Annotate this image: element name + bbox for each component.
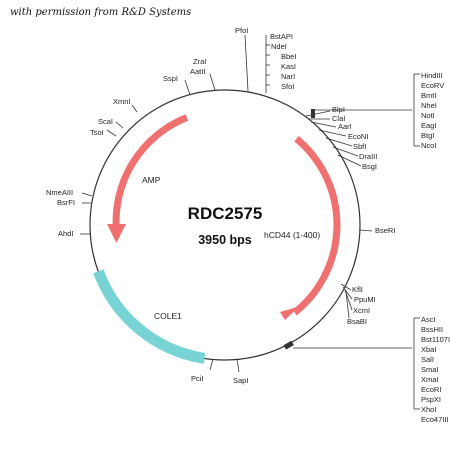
mcs-2-label: Eco47III: [421, 415, 449, 424]
plasmid-name: RDC2575: [188, 204, 263, 223]
insert-label: hCD44 (1-400): [264, 230, 320, 240]
amp-feature: [112, 114, 189, 230]
amp-arrowhead: [107, 224, 126, 243]
site-label: TsoI: [90, 128, 104, 137]
site-label: BseRI: [375, 226, 395, 235]
site-label: SfoI: [281, 82, 294, 91]
site-label: PpuMI: [354, 295, 376, 304]
site-label: BstAPI: [270, 32, 293, 41]
site-label: ZraI: [193, 57, 206, 66]
mcs-cluster-1: HindIII EcoRV BmtI NheI NotI EagI BtgI N…: [311, 71, 444, 150]
site-label: XcmI: [353, 306, 370, 315]
site-label: NdeI: [271, 42, 287, 51]
site-label: NmeAIII: [46, 188, 73, 197]
mcs-1-label: BmtI: [421, 91, 436, 100]
mcs-1-label: NotI: [421, 111, 435, 120]
mcs-1-label: NheI: [421, 101, 437, 110]
site-label: SapI: [233, 376, 248, 385]
site-label: SbfI: [353, 142, 366, 151]
site-label: BlpI: [332, 105, 345, 114]
cole1-label: COLE1: [154, 311, 182, 321]
cole1-feature: [93, 269, 206, 364]
site-label: BbeI: [281, 52, 296, 61]
mcs-2-label: AscI: [421, 315, 436, 324]
mcs-2-label: SmaI: [421, 365, 439, 374]
amp-label: AMP: [142, 175, 161, 185]
mcs-1-marker: [311, 109, 315, 118]
mcs-1-label: EcoRV: [421, 81, 444, 90]
mcs-2-label: PspXI: [421, 395, 441, 404]
site-label: BsgI: [362, 162, 377, 171]
site-label: PciI: [191, 374, 204, 383]
plasmid-size: 3950 bps: [198, 233, 252, 247]
site-label: AhdI: [58, 229, 73, 238]
mcs-1-label: HindIII: [421, 71, 443, 80]
site-group-right-upper: BlpI ClaI AarI EcoNI SbfI DraIII BsgI: [305, 105, 377, 171]
insert-arrowhead: [280, 306, 299, 320]
mcs-2-label: XhoI: [421, 405, 436, 414]
site-label: KflI: [352, 285, 363, 294]
permission-credit: with permission from R&D Systems: [10, 7, 192, 18]
site-label: AarI: [338, 122, 352, 131]
site-label: ClaI: [332, 114, 345, 123]
insert-feature: [292, 136, 341, 316]
mcs-2-label: SalI: [421, 355, 434, 364]
backbone-circle: [89, 89, 361, 361]
mcs-cluster-2: AscI BssHII Bst1107I XbaI SalI SmaI XmaI…: [283, 315, 450, 424]
mcs-2-marker: [283, 340, 294, 350]
mcs-2-label: Bst1107I: [421, 335, 450, 344]
mcs-2-label: BssHII: [421, 325, 443, 334]
site-label: KasI: [281, 62, 296, 71]
site-label: DraIII: [359, 152, 377, 161]
site-label: PfoI: [235, 26, 248, 35]
mcs-2-label: XbaI: [421, 345, 436, 354]
mcs-1-label: EagI: [421, 121, 436, 130]
site-label: BsrFI: [57, 198, 75, 207]
site-group-right-lower: KflI PpuMI XcmI BsaBI: [340, 283, 376, 326]
site-label: SspI: [163, 74, 178, 83]
mcs-1-label: BtgI: [421, 131, 434, 140]
site-label: ScaI: [98, 117, 113, 126]
mcs-1-label: NcoI: [421, 141, 436, 150]
site-label: EcoNI: [348, 132, 368, 141]
site-label: BsaBI: [347, 317, 367, 326]
site-label: XmnI: [113, 97, 131, 106]
mcs-2-label: EcoRI: [421, 385, 441, 394]
site-group-top-right: BstAPI NdeI BbeI KasI NarI SfoI: [265, 32, 296, 93]
mcs-2-label: XmaI: [421, 375, 439, 384]
site-label: AatII: [190, 67, 205, 76]
site-label: NarI: [281, 72, 295, 81]
